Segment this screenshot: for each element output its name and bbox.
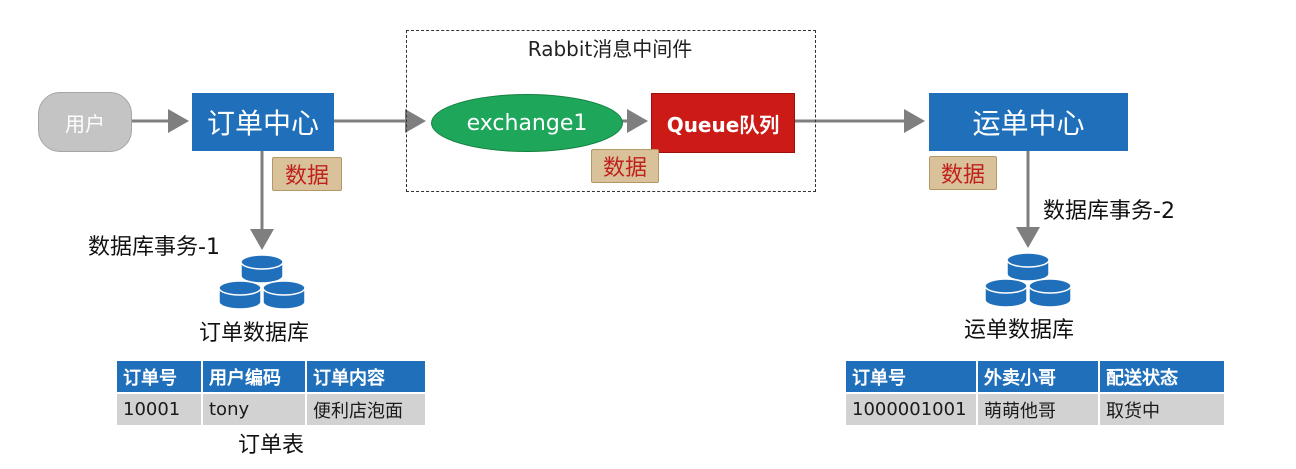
order-database-icon (218, 254, 306, 310)
order-table-cell: 10001 (117, 392, 203, 425)
ship-database-label: 运单数据库 (964, 318, 1075, 343)
order-center-node: 订单中心 (192, 93, 334, 151)
order-center-label: 订单中心 (206, 107, 319, 140)
order-table-header: 订单号 (117, 361, 203, 393)
queue-label: Queue队列 (666, 112, 780, 137)
user-node-label: 用户 (65, 111, 105, 136)
middleware-title: Rabbit消息中间件 (527, 37, 693, 61)
order-table: 订单号 用户编码 订单内容 10001 tony 便利店泡面 (117, 361, 425, 425)
order-table-header: 用户编码 (202, 361, 307, 393)
order-table-header: 订单内容 (306, 361, 425, 393)
table-row: 10001 tony 便利店泡面 (117, 392, 425, 425)
ship-table-header: 订单号 (846, 361, 978, 393)
table-row: 1000001001 萌萌他哥 取货中 (846, 392, 1224, 425)
order-transaction-label: 数据库事务-1 (88, 235, 220, 260)
order-table-header-row: 订单号 用户编码 订单内容 (117, 361, 425, 393)
ship-table-cell: 萌萌他哥 (977, 392, 1100, 425)
order-table-caption: 订单表 (238, 433, 305, 458)
ship-transaction-label: 数据库事务-2 (1043, 199, 1175, 224)
ship-table-cell: 1000001001 (846, 392, 978, 425)
exchange-label: exchange1 (466, 110, 588, 136)
ship-center-node: 运单中心 (929, 93, 1128, 151)
order-database-label: 订单数据库 (199, 321, 310, 346)
order-data-tag: 数据 (272, 157, 342, 191)
order-table-cell: 便利店泡面 (306, 392, 425, 425)
ship-table: 订单号 外卖小哥 配送状态 1000001001 萌萌他哥 取货中 (846, 361, 1224, 425)
ship-center-label: 运单中心 (972, 107, 1085, 140)
middleware-container (406, 30, 816, 192)
order-table-cell: tony (202, 392, 307, 425)
queue-data-tag: 数据 (591, 149, 659, 183)
queue-node: Queue队列 (651, 93, 795, 153)
ship-table-header-row: 订单号 外卖小哥 配送状态 (846, 361, 1224, 393)
user-node: 用户 (38, 92, 132, 152)
ship-database-icon (984, 252, 1072, 308)
ship-table-header: 外卖小哥 (977, 361, 1100, 393)
ship-table-cell: 取货中 (1099, 392, 1224, 425)
exchange-node: exchange1 (431, 94, 623, 152)
ship-data-tag: 数据 (929, 156, 997, 190)
ship-table-header: 配送状态 (1099, 361, 1224, 393)
